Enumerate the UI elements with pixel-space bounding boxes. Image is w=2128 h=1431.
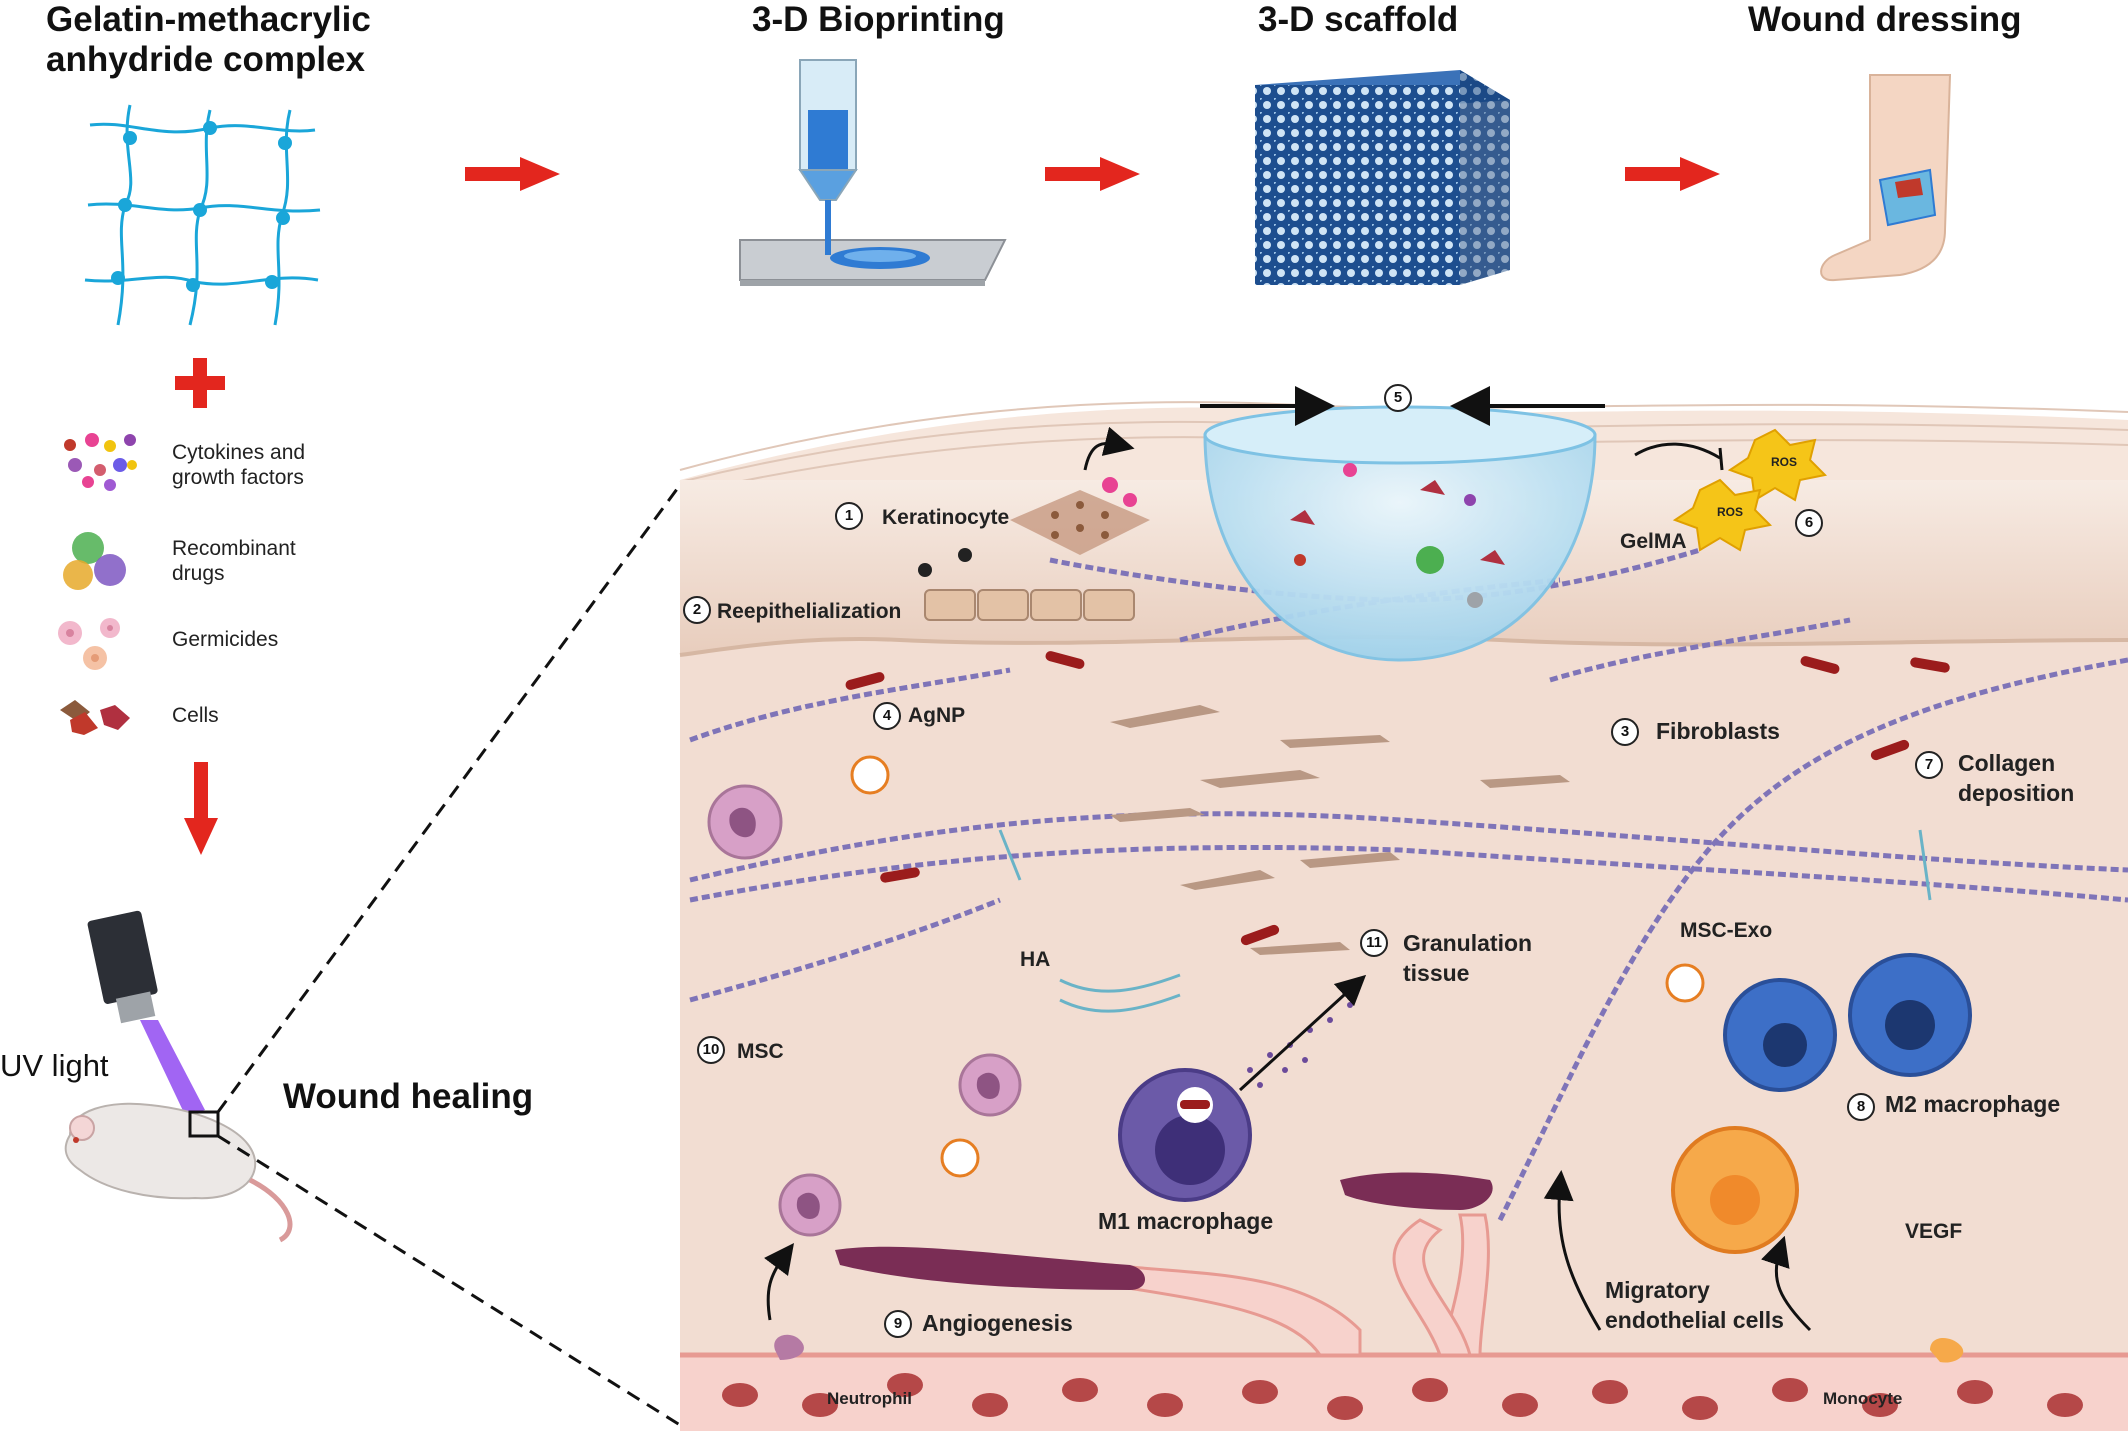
callout-number-7: 7 — [1915, 751, 1943, 779]
ros-burst-icon — [1672, 428, 1828, 552]
wound-healing-label: Wound healing — [283, 1077, 534, 1116]
recombinant-drug-icon — [63, 532, 126, 590]
gelma-network-icon — [84, 104, 321, 326]
vegf-label: VEGF — [1905, 1220, 1963, 1243]
gelma-bowl-icon — [1203, 405, 1597, 662]
down-arrow-icon — [184, 762, 218, 855]
stage-dressing-title: Wound dressing — [1748, 0, 2022, 39]
callout-fibroblasts: Fibroblasts — [1656, 718, 1780, 744]
mouse-icon — [64, 1102, 293, 1243]
callout-number-11: 11 — [1360, 929, 1388, 957]
monocyte-label: Monocyte — [1823, 1389, 1903, 1408]
stage-scaffold-title: 3-D scaffold — [1258, 0, 1459, 39]
callout-msc: MSC — [737, 1040, 784, 1063]
scaffold-cube-icon — [1255, 70, 1510, 285]
callout-m2-macrophage: M2 macrophage — [1885, 1091, 2061, 1117]
stage-bioprinting-title: 3-D Bioprinting — [752, 0, 1005, 39]
callout-number-4: 4 — [873, 702, 901, 730]
callout-number-3: 3 — [1611, 718, 1639, 746]
m1-macrophage-icon — [1118, 1068, 1252, 1202]
cells-icon — [60, 700, 130, 735]
ros-label-2: ROS — [1717, 505, 1744, 519]
callout-agnp: AgNP — [908, 704, 966, 727]
callout-number-8: 8 — [1847, 1093, 1875, 1121]
callout-number-2: 2 — [683, 596, 711, 624]
legend-germicides: Germicides — [172, 628, 279, 651]
callout-number-1: 1 — [835, 502, 863, 530]
callout-number-9: 9 — [884, 1310, 912, 1338]
stage-gelma-title: Gelatin-methacrylic anhydride complex — [46, 0, 371, 79]
callout-number-6: 6 — [1795, 509, 1823, 537]
endothelial-cell-icon — [835, 1172, 1493, 1290]
bioprinter-icon — [739, 59, 1007, 286]
legend-cells: Cells — [172, 704, 219, 727]
neutrophil-label: Neutrophil — [827, 1389, 912, 1408]
monocyte-cell-icon — [1671, 1126, 1799, 1254]
ros-label-1: ROS — [1771, 455, 1798, 469]
zoom-line-icon — [216, 484, 682, 1427]
process-arrow-icon — [465, 157, 1720, 191]
plus-icon — [175, 358, 225, 408]
uv-light-label: UV light — [0, 1048, 109, 1083]
callout-keratinocyte: Keratinocyte — [882, 506, 1010, 529]
callout-reepithelialization: Reepithelialization — [717, 600, 902, 623]
callout-number-10: 10 — [697, 1036, 725, 1064]
callout-angiogenesis: Angiogenesis — [922, 1310, 1073, 1336]
tissue-panel — [679, 386, 2128, 1431]
ha-label: HA — [1020, 948, 1051, 971]
m2-macrophage-icon — [1723, 953, 1972, 1092]
cytokine-dots-icon — [64, 433, 137, 491]
uv-lamp-icon — [87, 910, 205, 1115]
inhibition-icon — [1634, 442, 1724, 471]
germicide-icon — [58, 618, 120, 670]
leg-dressing-icon — [1820, 74, 1952, 282]
callout-number-5: 5 — [1384, 384, 1412, 412]
msc-exo-label: MSC-Exo — [1680, 919, 1773, 942]
m1-macrophage-label: M1 macrophage — [1098, 1208, 1274, 1234]
gelma-inset-label: GelMA — [1620, 530, 1687, 553]
